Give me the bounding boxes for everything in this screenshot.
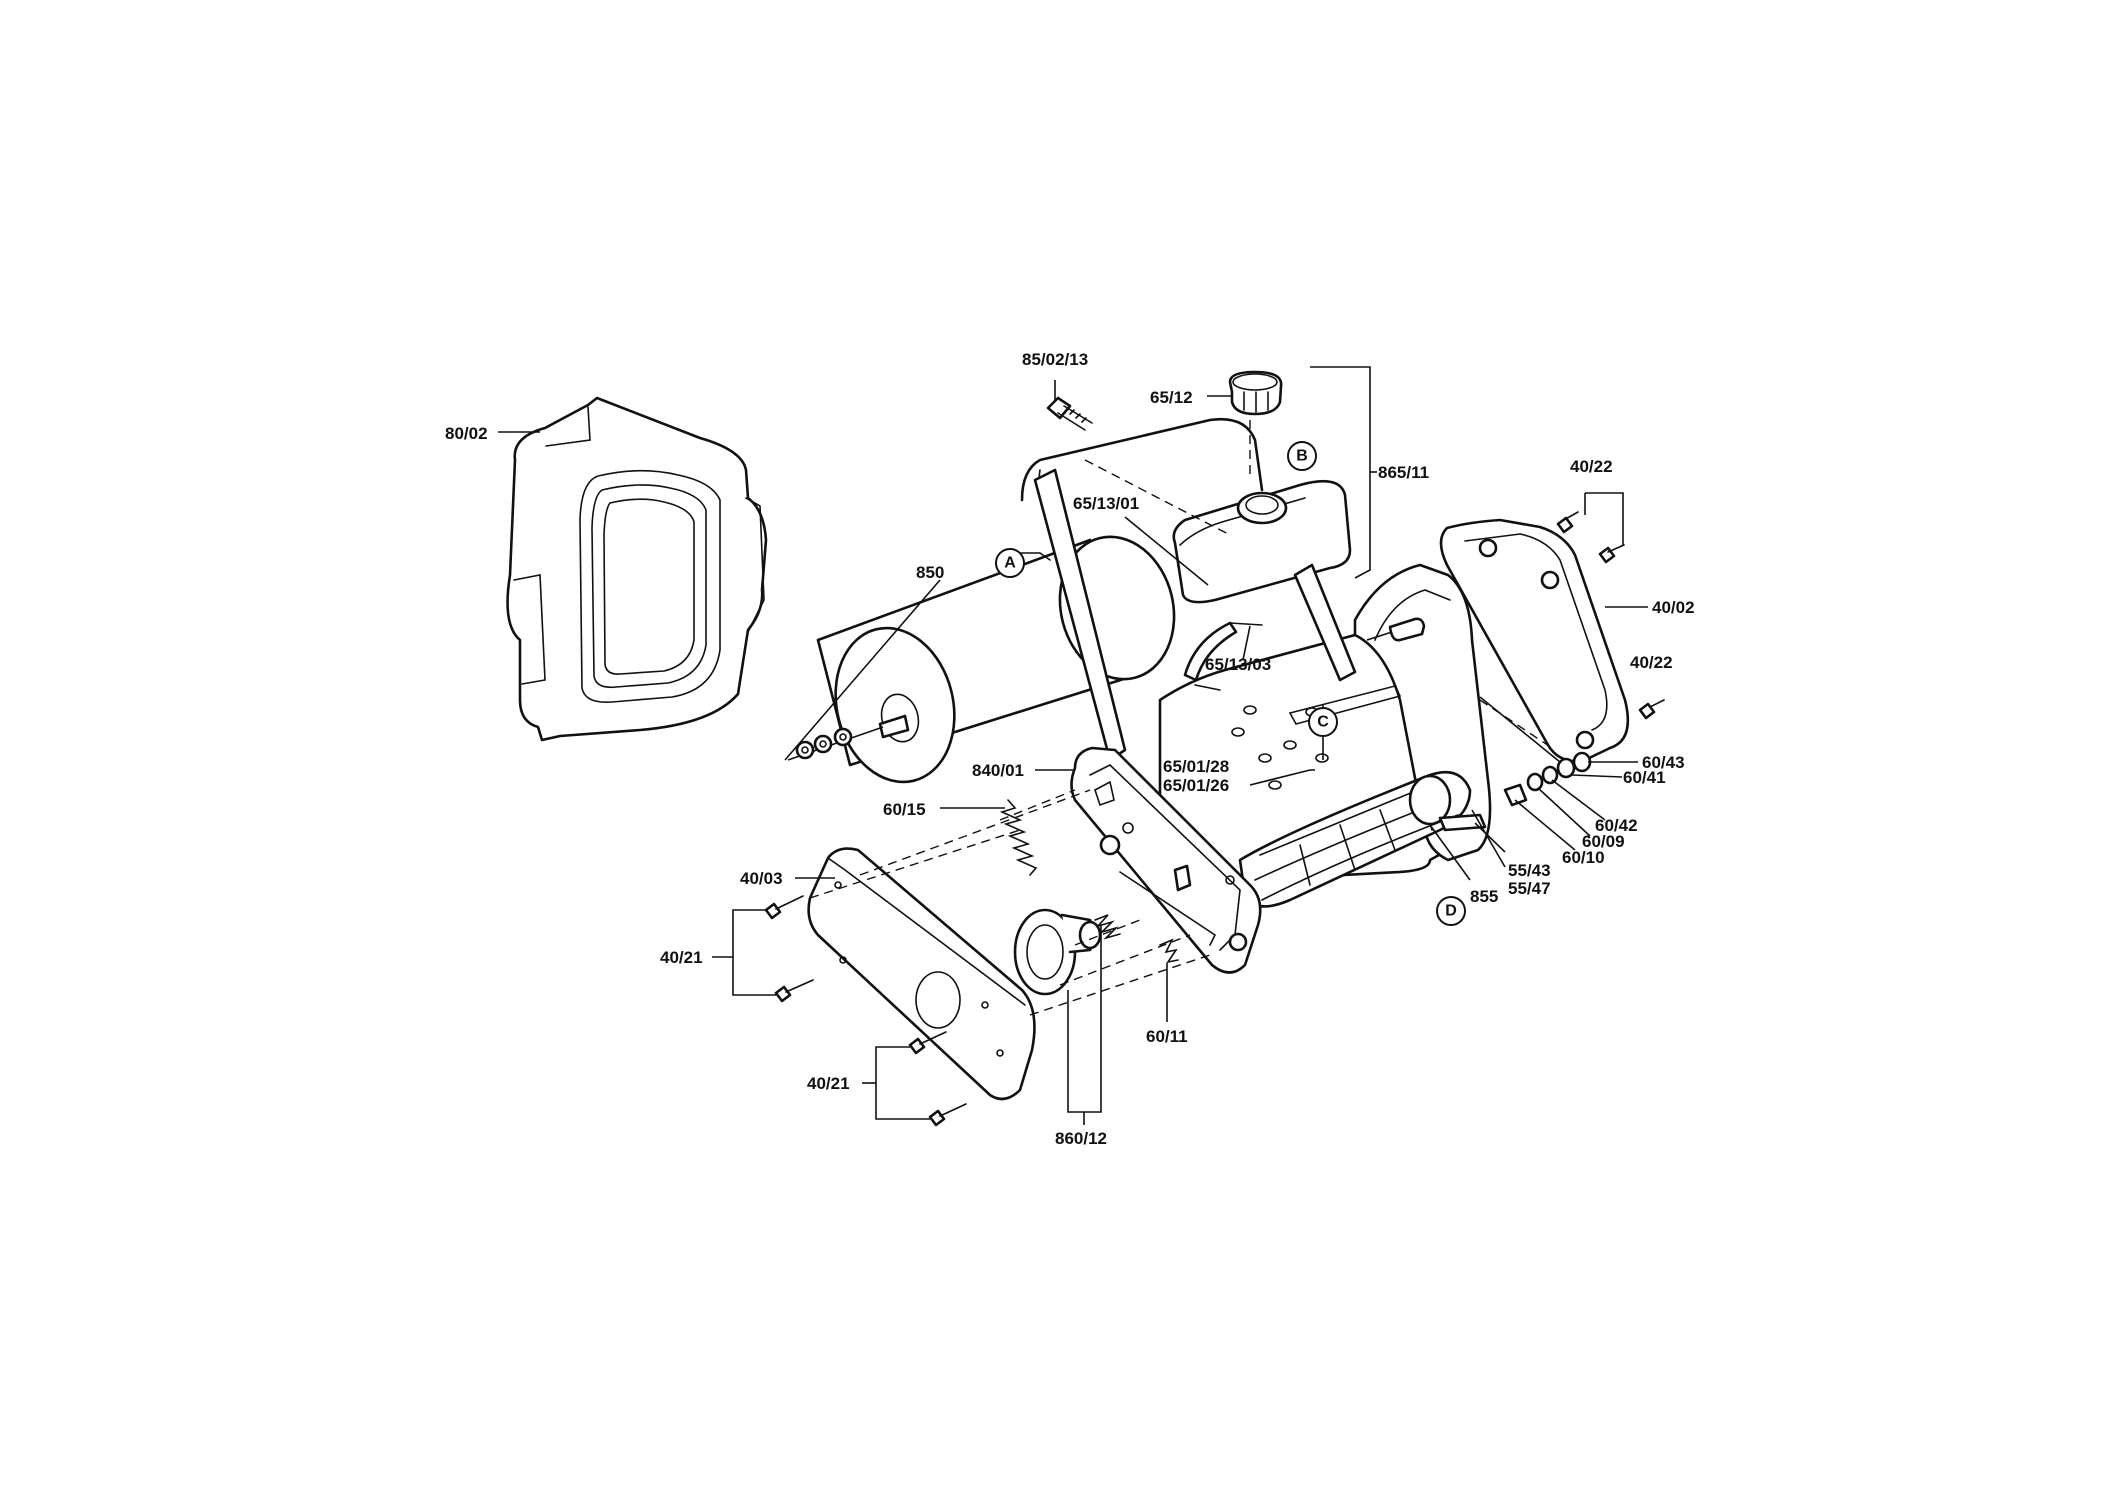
bolts-40-22 [1556, 511, 1665, 720]
spring-60-11 [1159, 938, 1179, 964]
label-60-10: 60/10 [1562, 848, 1605, 867]
callout-a: A [995, 548, 1025, 578]
handle-bracket-865-11 [1020, 417, 1357, 762]
label-65-12: 65/12 [1150, 388, 1193, 407]
cutting-cylinder-855 [1238, 770, 1487, 908]
assembly-lines [809, 699, 1556, 1016]
label-40-22-mid: 40/22 [1630, 653, 1673, 672]
side-cover-40-03 [807, 847, 1036, 1101]
callout-c: C [1308, 707, 1338, 737]
callout-d-text: D [1445, 903, 1457, 920]
label-65-13-01: 65/13/01 [1073, 494, 1139, 513]
label-60-15: 60/15 [883, 800, 926, 819]
screw-85-02-13 [1046, 396, 1093, 431]
label-60-42: 60/42 [1595, 816, 1638, 835]
label-60-11: 60/11 [1146, 1027, 1188, 1046]
label-40-21-a: 40/21 [660, 948, 703, 967]
callout-c-text: C [1317, 714, 1329, 731]
fuel-hose-65-13-03 [1183, 621, 1263, 691]
callout-b: B [1287, 441, 1317, 471]
side-cover-40-02 [1439, 518, 1630, 763]
label-60-41: 60/41 [1623, 768, 1666, 787]
label-60-43: 60/43 [1642, 753, 1685, 772]
label-855: 855 [1470, 887, 1498, 906]
label-55-43: 55/43 [1508, 861, 1551, 880]
label-40-21-b: 40/21 [807, 1074, 850, 1093]
label-65-01-26: 65/01/26 [1163, 776, 1229, 795]
label-860-12: 860/12 [1055, 1129, 1107, 1148]
callout-d: D [1436, 896, 1466, 926]
bracket-plate-840-01 [1070, 746, 1262, 974]
label-85-02-13: 85/02/13 [1022, 350, 1088, 369]
label-65-13-03: 65/13/03 [1205, 655, 1271, 674]
label-65-01-28: 65/01/28 [1163, 757, 1229, 776]
label-865-11: 865/11 [1378, 463, 1429, 482]
leader-lines [498, 366, 1648, 1125]
part-labels: 85/02/13 65/12 865/11 80/02 65/13/01 40/… [445, 350, 1695, 1148]
label-40-22-top: 40/22 [1570, 457, 1613, 476]
drive-pulley-860-12 [1013, 908, 1102, 996]
spring-860-12 [1094, 914, 1121, 940]
label-850: 850 [916, 563, 944, 582]
label-55-47: 55/47 [1508, 879, 1551, 898]
washers-right [1503, 751, 1592, 807]
label-840-01: 840/01 [972, 761, 1024, 780]
fuel-cap-65-12 [1228, 370, 1283, 416]
label-40-03: 40/03 [740, 869, 783, 888]
label-60-09: 60/09 [1582, 832, 1625, 851]
bolts-40-21 [764, 895, 967, 1127]
label-40-02: 40/02 [1652, 598, 1695, 617]
spring-60-15 [999, 799, 1038, 876]
grass-box-80-02 [506, 396, 768, 742]
roller-850 [787, 535, 1176, 784]
callout-b-text: B [1296, 448, 1308, 465]
callout-a-text: A [1004, 555, 1016, 572]
label-80-02: 80/02 [445, 424, 488, 443]
